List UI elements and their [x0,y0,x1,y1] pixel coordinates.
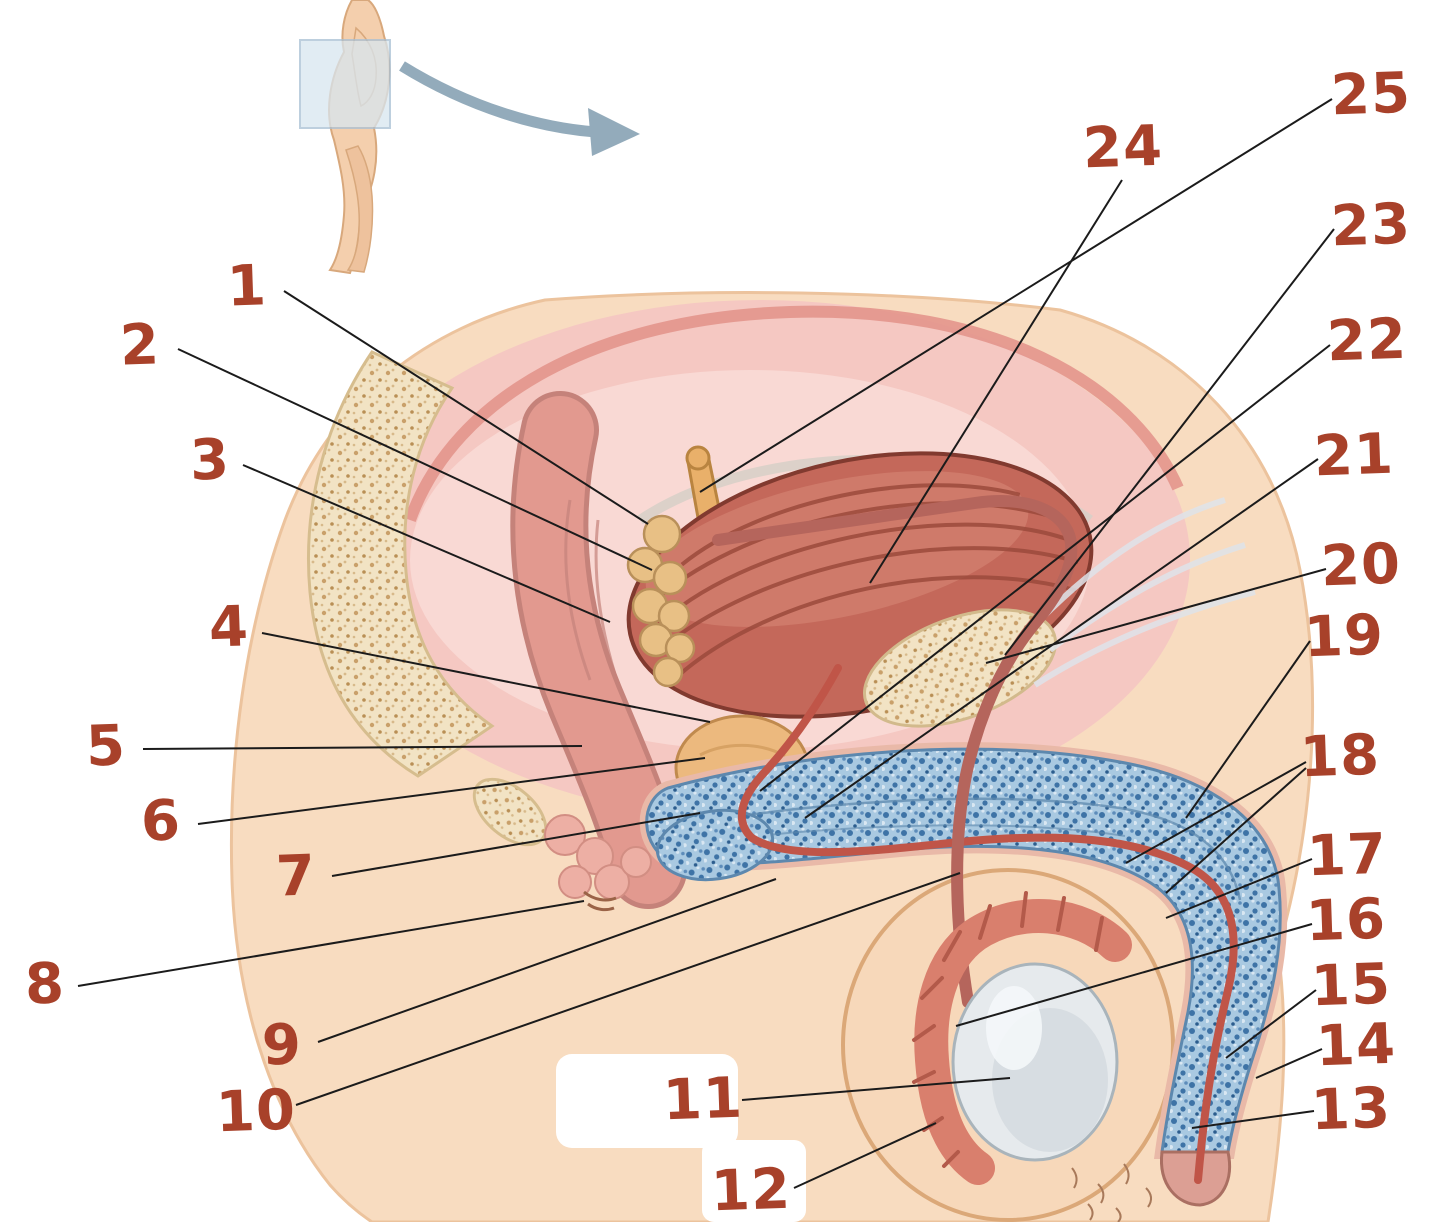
coccyx-bone-shape [472,777,548,847]
label-4: 4 [207,594,251,661]
ductus-deferens-shape [712,495,1078,1008]
label-12: 12 [709,1156,793,1222]
leader-line-4 [261,632,711,723]
label-13: 13 [1309,1075,1393,1144]
label-24: 24 [1081,113,1165,182]
leader-line-2 [177,348,653,571]
label-2: 2 [118,312,162,379]
leader-line-14 [1255,1048,1323,1079]
leader-line-6 [197,757,706,825]
leader-line-10 [295,872,961,1106]
callout-backdrop [702,1140,806,1222]
epididymis-shape [912,891,1132,1185]
label-18: 18 [1298,722,1382,791]
leader-line-23 [1004,228,1335,656]
leader-line-18a [1125,761,1307,864]
label-16: 16 [1304,886,1388,955]
label-11: 11 [661,1065,745,1134]
leader-line-11 [741,1077,1011,1101]
leader-line-1 [283,290,649,525]
label-3: 3 [188,427,232,494]
leader-line-12 [793,1122,937,1189]
label-6: 6 [139,788,183,855]
label-1: 1 [225,253,269,320]
leader-line-3 [242,464,611,623]
label-21: 21 [1312,421,1396,490]
leader-line-7 [331,812,701,877]
leader-line-5 [142,745,583,750]
anus-shape [583,890,617,912]
seminal-vesicle-shape [626,514,696,688]
callout-backdrop [556,1054,738,1148]
leader-line-15 [1225,989,1317,1059]
label-17: 17 [1305,821,1389,890]
leader-line-19 [1185,640,1311,819]
human-figure-thumbnail [299,0,391,275]
label-20: 20 [1319,531,1403,600]
label-19: 19 [1302,602,1386,671]
leader-line-13 [1191,1110,1315,1129]
leader-line-16 [955,923,1313,1027]
pelvic-floor-muscle [544,814,652,900]
label-5: 5 [84,713,128,780]
label-10: 10 [214,1077,298,1146]
label-25: 25 [1329,60,1413,129]
leader-lines [77,98,1335,1189]
label-7: 7 [274,843,318,910]
leader-line-17 [1165,858,1313,919]
section-plane-box [299,39,391,129]
label-9: 9 [260,1012,304,1079]
label-22: 22 [1325,306,1409,375]
leader-line-24 [869,179,1123,584]
label-8: 8 [23,951,67,1018]
label-23: 23 [1329,191,1413,260]
leader-line-21 [804,458,1319,819]
testis-shape [951,962,1119,1162]
sacrum-bone-shape [306,350,495,778]
urethra-line [737,664,1238,1184]
leader-line-9 [317,878,777,1043]
leader-line-8 [77,900,585,987]
hair-texture [1071,1163,1152,1222]
leader-line-18b [1165,767,1307,894]
rectum-shape [510,391,687,909]
leader-line-25 [699,98,1333,493]
label-15: 15 [1309,951,1393,1020]
leader-line-22 [759,344,1331,792]
abdominal-wall-rim [404,305,1184,523]
orientation-arrow-icon [399,61,640,156]
suspensory-ligament [1033,497,1256,688]
label-14: 14 [1314,1011,1398,1080]
leader-line-20 [985,568,1327,664]
